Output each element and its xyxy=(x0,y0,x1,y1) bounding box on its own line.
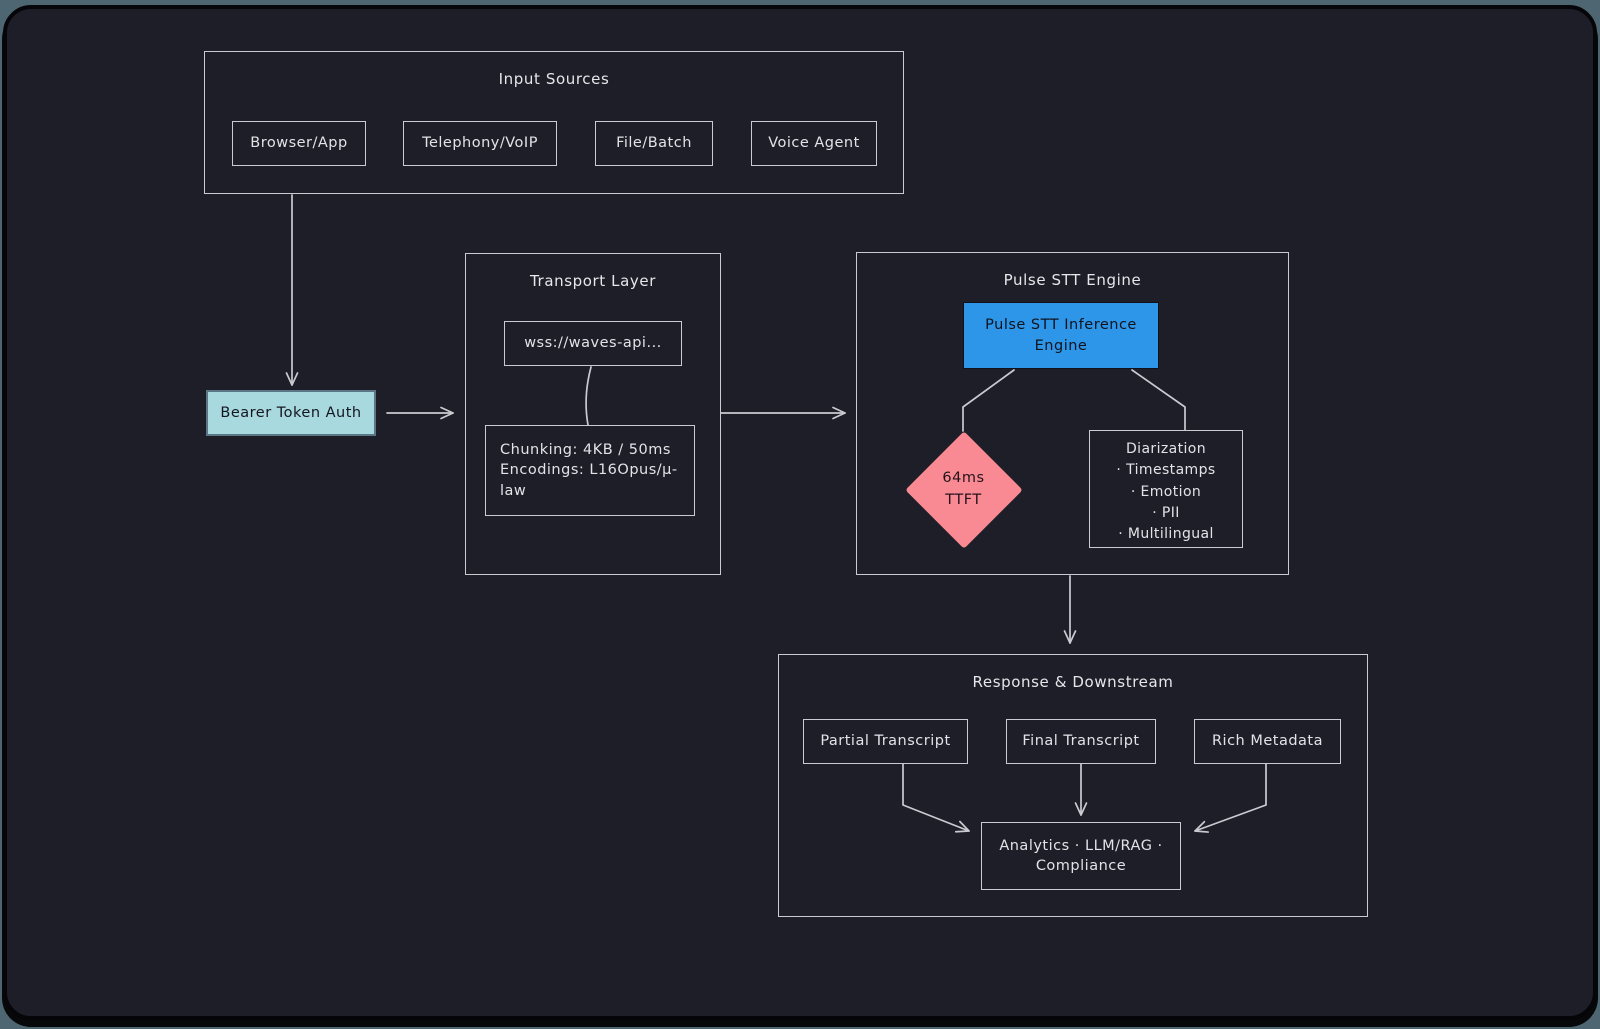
node-partial-transcript: Partial Transcript xyxy=(803,719,968,764)
node-rich-metadata-label: Rich Metadata xyxy=(1211,733,1324,750)
input-sources-title: Input Sources xyxy=(498,70,610,88)
node-inference-engine: Pulse STT Inference Engine xyxy=(963,302,1159,369)
node-bearer-token-auth: Bearer Token Auth xyxy=(206,390,376,436)
node-analytics-sink: Analytics · LLM/RAG · Compliance xyxy=(981,822,1181,890)
node-websocket-endpoint-label: wss://waves-api... xyxy=(524,335,662,352)
diarization-title: Diarization xyxy=(1125,441,1207,457)
latency-label: 64ms TTFT xyxy=(905,431,1022,548)
diarization-item-pii: · PII xyxy=(1152,504,1180,521)
node-voice-agent-label: Voice Agent xyxy=(768,135,860,152)
node-partial-transcript-label: Partial Transcript xyxy=(820,733,951,750)
diarization-item-emotion: · Emotion xyxy=(1130,483,1202,500)
encodings-line: Encodings: L16Opus/μ-law xyxy=(500,462,678,499)
response-downstream-title: Response & Downstream xyxy=(972,673,1174,691)
node-bearer-token-auth-label: Bearer Token Auth xyxy=(220,404,362,421)
transport-layer-title: Transport Layer xyxy=(530,272,656,290)
node-browser-app-label: Browser/App xyxy=(250,135,348,152)
input-sources-group: Input Sources xyxy=(204,51,904,194)
inference-engine-line1: Pulse STT Inference xyxy=(985,317,1137,334)
node-diarization: Diarization · Timestamps · Emotion · PII… xyxy=(1089,430,1243,548)
node-voice-agent: Voice Agent xyxy=(751,121,877,166)
chunking-line: Chunking: 4KB / 50ms xyxy=(500,442,671,459)
node-telephony-voip-label: Telephony/VoIP xyxy=(422,135,538,152)
node-websocket-endpoint: wss://waves-api... xyxy=(504,321,682,366)
diagram-canvas: Input Sources Browser/App Telephony/VoIP… xyxy=(3,5,1597,1020)
node-telephony-voip: Telephony/VoIP xyxy=(403,121,557,166)
response-downstream-group: Response & Downstream xyxy=(778,654,1368,917)
node-final-transcript-label: Final Transcript xyxy=(1022,733,1140,750)
pulse-stt-engine-title: Pulse STT Engine xyxy=(1003,271,1142,289)
connector-lines xyxy=(285,194,1267,833)
latency-line1: 64ms xyxy=(942,469,985,486)
node-chunking-encodings: Chunking: 4KB / 50ms Encodings: L16Opus/… xyxy=(485,425,695,516)
diarization-item-multilingual: · Multilingual xyxy=(1118,526,1214,543)
node-latency-diamond: 64ms TTFT xyxy=(904,430,1023,549)
node-file-batch-label: File/Batch xyxy=(616,135,692,152)
diarization-item-timestamps: · Timestamps xyxy=(1116,462,1216,479)
pulse-stt-engine-group: Pulse STT Engine xyxy=(856,252,1289,575)
node-final-transcript: Final Transcript xyxy=(1006,719,1156,764)
analytics-sink-line2: Compliance xyxy=(1035,858,1127,874)
inference-engine-line2: Engine xyxy=(1034,337,1088,354)
node-browser-app: Browser/App xyxy=(232,121,366,166)
node-rich-metadata: Rich Metadata xyxy=(1194,719,1341,764)
latency-line2: TTFT xyxy=(945,491,982,508)
node-file-batch: File/Batch xyxy=(595,121,713,166)
analytics-sink-line1: Analytics · LLM/RAG · xyxy=(999,837,1163,854)
transport-layer-group: Transport Layer xyxy=(465,253,721,575)
